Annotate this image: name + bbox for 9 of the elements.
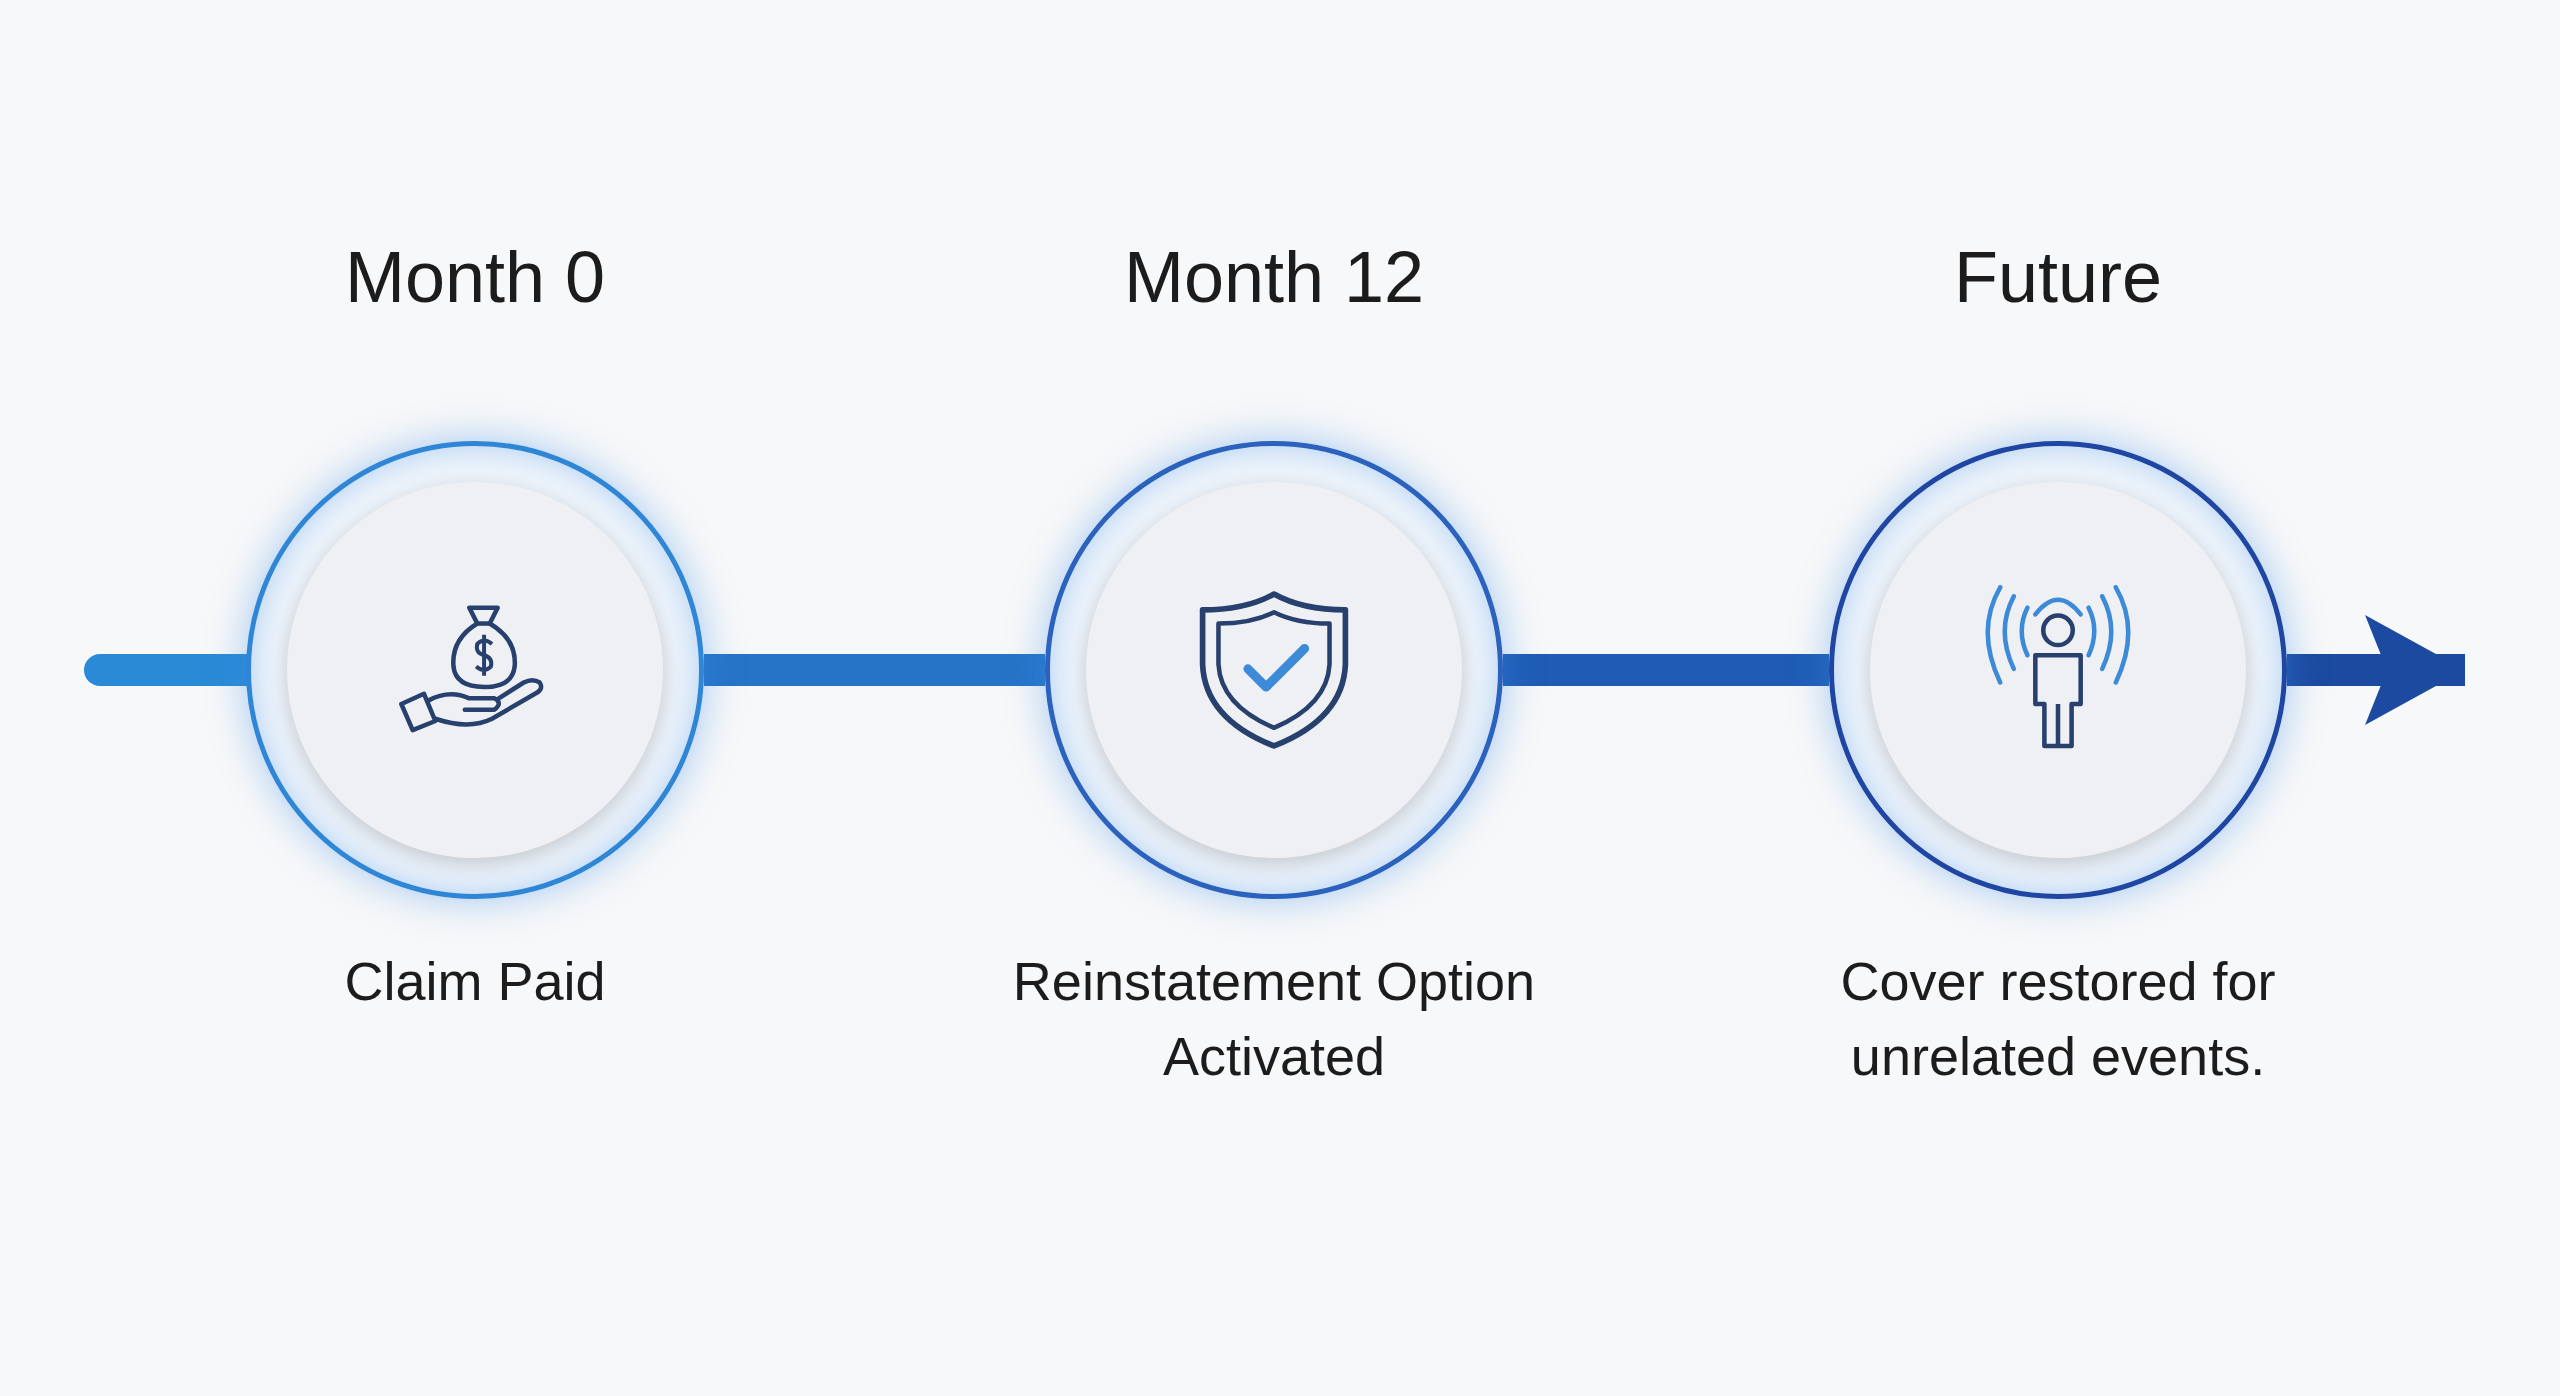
timeline-arrow — [2287, 615, 2465, 725]
timeline-line — [1503, 654, 1829, 686]
timeline-caption: Claim Paid — [343, 950, 607, 1013]
timeline-line — [704, 654, 1045, 686]
timeline-heading: Future — [1953, 236, 2163, 318]
timeline-caption: Reinstatement Option Activated — [1011, 950, 1537, 1088]
timeline-heading: Month 12 — [1123, 236, 1425, 318]
timeline-heading: Month 0 — [344, 236, 606, 318]
timeline-caption: Cover restored for unrelated events. — [1839, 950, 2277, 1088]
